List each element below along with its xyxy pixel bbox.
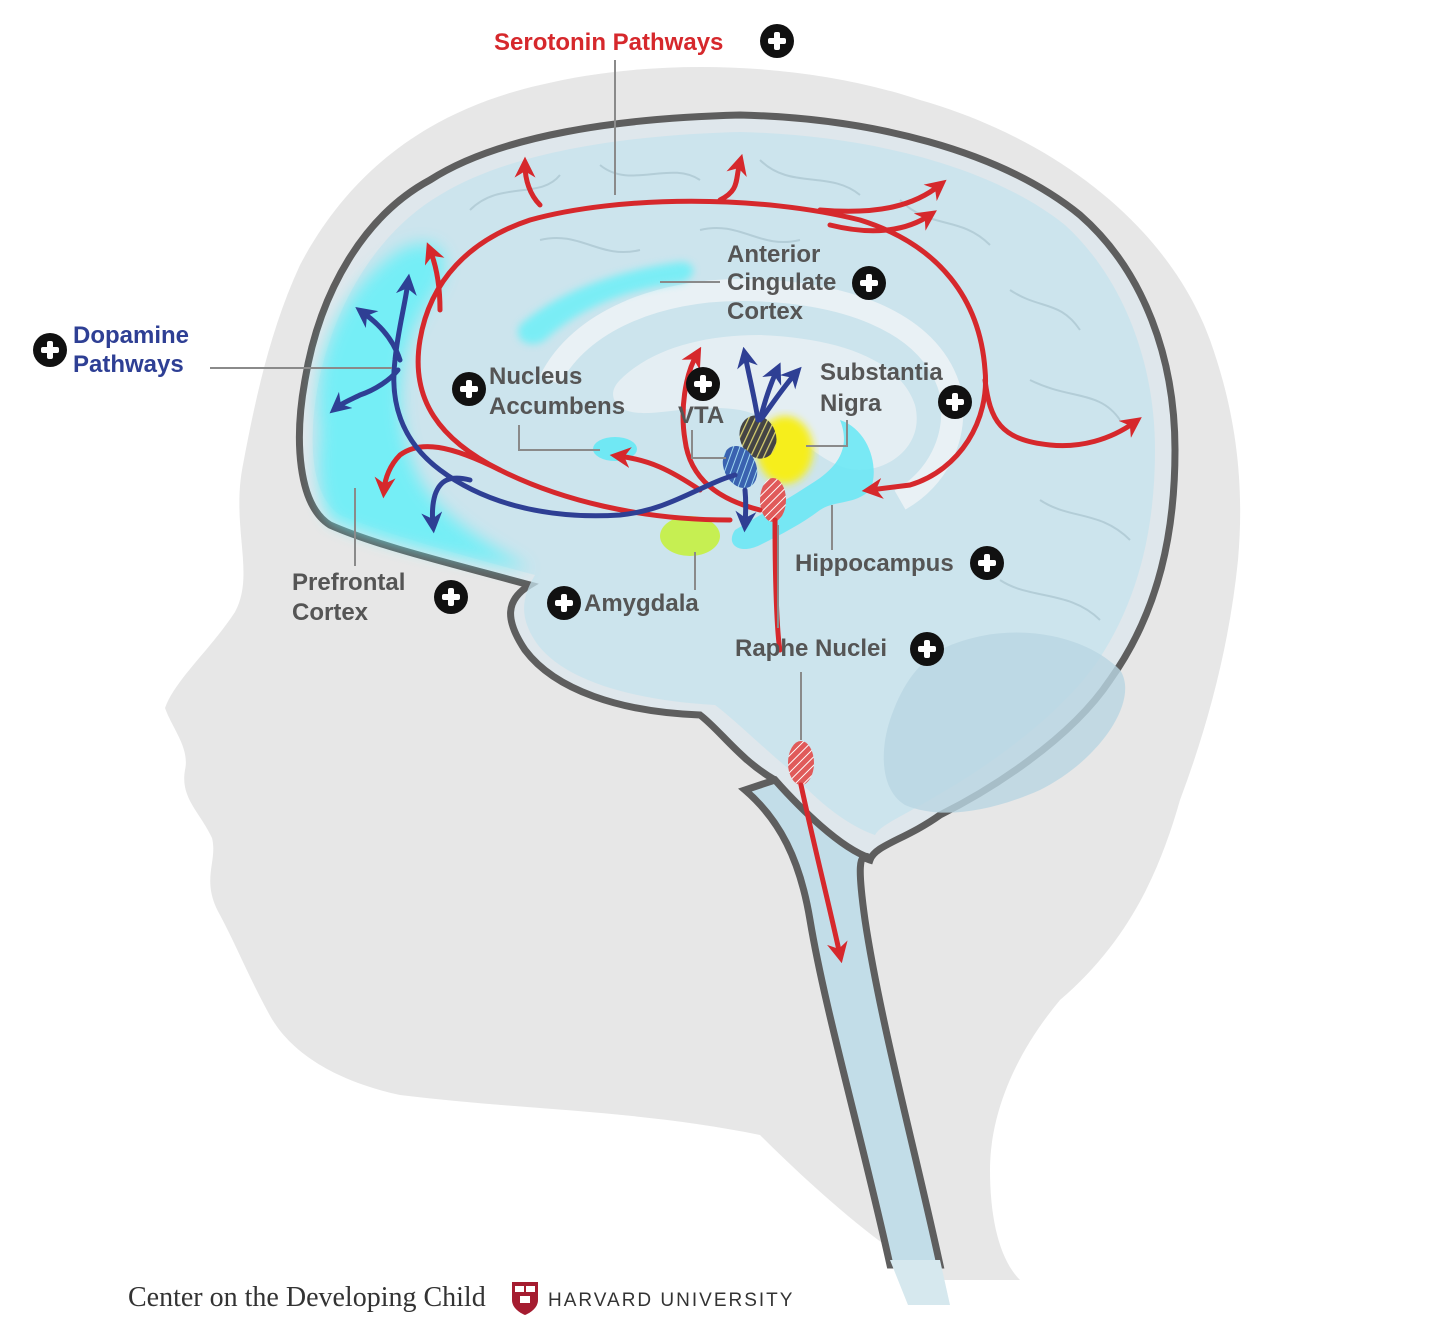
harvard-shield-icon	[512, 1282, 538, 1315]
hippocampus-plus-icon[interactable]	[970, 546, 1004, 580]
nucleus-accumbens-plus-icon[interactable]	[452, 372, 486, 406]
anterior-cingulate-label-line2: Cingulate	[727, 269, 837, 296]
anterior-cingulate-label-line1: Anterior	[727, 241, 821, 268]
anterior-cingulate-label-line3: Cortex	[727, 298, 804, 325]
prefrontal-cortex-label-line2: Cortex	[292, 599, 369, 626]
hippocampus-label: Hippocampus	[795, 550, 954, 577]
nucleus-accumbens-label-line2: Accumbens	[489, 393, 626, 420]
raphe-nuclei-plus-icon[interactable]	[910, 632, 944, 666]
center-name: Center on the Developing Child	[128, 1282, 486, 1313]
dopamine-pathways	[329, 273, 802, 534]
university-name: HARVARD UNIVERSITY	[548, 1290, 795, 1311]
corpus-callosum	[540, 278, 964, 510]
amygdala-region	[660, 516, 720, 556]
nucleus-accumbens-label-line1: Nucleus	[489, 363, 583, 390]
substantia-nigra-label-line2: Nigra	[820, 390, 882, 417]
anterior-cingulate-region	[518, 262, 694, 345]
amygdala-plus-icon[interactable]	[547, 586, 581, 620]
substantia-nigra-label-line1: Substantia	[820, 359, 943, 386]
anterior-cingulate-plus-icon[interactable]	[852, 266, 886, 300]
spinal-cord	[890, 1260, 950, 1305]
sulci-lines	[469, 159, 1131, 621]
substantia-nigra-nucleus	[739, 415, 777, 459]
cerebellum	[883, 632, 1126, 813]
prefrontal-cortex-label-line1: Prefrontal	[292, 569, 406, 596]
raphe-nucleus-lower	[788, 741, 814, 785]
dopamine-pathways-label-line1: Dopamine	[73, 322, 190, 349]
substantia-nigra-plus-icon[interactable]	[938, 385, 972, 419]
brainstem	[738, 775, 945, 1269]
vta-plus-icon[interactable]	[686, 367, 720, 401]
serotonin-pathways-label: Serotonin Pathways	[494, 29, 724, 56]
leader-lines	[210, 60, 848, 740]
prefrontal-cortex-plus-icon[interactable]	[434, 580, 468, 614]
serotonin-plus-icon[interactable]	[760, 24, 794, 58]
vta-label: VTA	[678, 402, 725, 429]
amygdala-label: Amygdala	[584, 590, 699, 617]
dopamine-pathways-label-line2: Pathways	[73, 351, 184, 378]
raphe-nuclei-label: Raphe Nuclei	[735, 635, 888, 662]
raphe-nucleus-upper	[760, 478, 786, 522]
dopamine-plus-icon[interactable]	[33, 333, 67, 367]
